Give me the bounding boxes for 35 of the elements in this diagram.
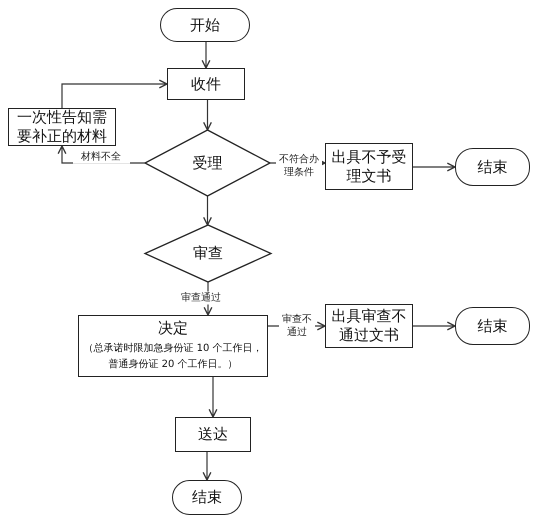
process-box bbox=[175, 417, 251, 452]
terminal-box bbox=[455, 148, 530, 186]
arrow bbox=[413, 162, 456, 172]
edge-label: 审查不通过 bbox=[279, 313, 315, 339]
node-label: 出具审查不通过文书 bbox=[330, 307, 408, 345]
decision-diamond bbox=[145, 225, 271, 282]
node-label: 结束 bbox=[478, 316, 508, 336]
node-label: 受理 bbox=[192, 154, 222, 172]
arrow bbox=[203, 100, 212, 131]
terminal-box bbox=[455, 307, 530, 345]
node-label: 开始 bbox=[190, 16, 220, 34]
process-box bbox=[167, 68, 245, 100]
edge-label: 材料不全 bbox=[72, 150, 130, 164]
edge-label: 不符合办理条件 bbox=[276, 153, 322, 179]
arrow bbox=[202, 42, 210, 69]
node-label: 结束 bbox=[192, 488, 222, 507]
process-box bbox=[325, 143, 413, 190]
node-label: 送达 bbox=[198, 425, 228, 444]
node-label: 审查 bbox=[193, 244, 223, 263]
process-box bbox=[78, 315, 268, 377]
arrow bbox=[208, 377, 218, 418]
arrow bbox=[203, 196, 212, 226]
arrow bbox=[202, 452, 212, 481]
arrow bbox=[61, 80, 168, 108]
arrow bbox=[413, 322, 456, 330]
note-text: （总承诺时限加急身份证 10 个工作日，普通身份证 20 个工作日。） bbox=[83, 342, 263, 372]
node-label: 结束 bbox=[478, 158, 508, 176]
decision-diamond bbox=[145, 130, 270, 196]
node-label: 出具不予受理文书 bbox=[330, 148, 408, 186]
node-label: 收件 bbox=[191, 74, 221, 94]
process-box bbox=[325, 304, 413, 348]
node-label: 一次性告知需要补正的材料 bbox=[16, 108, 108, 146]
terminal-box bbox=[160, 8, 250, 42]
node-label: 决定 bbox=[158, 318, 188, 338]
terminal-box bbox=[172, 480, 242, 515]
